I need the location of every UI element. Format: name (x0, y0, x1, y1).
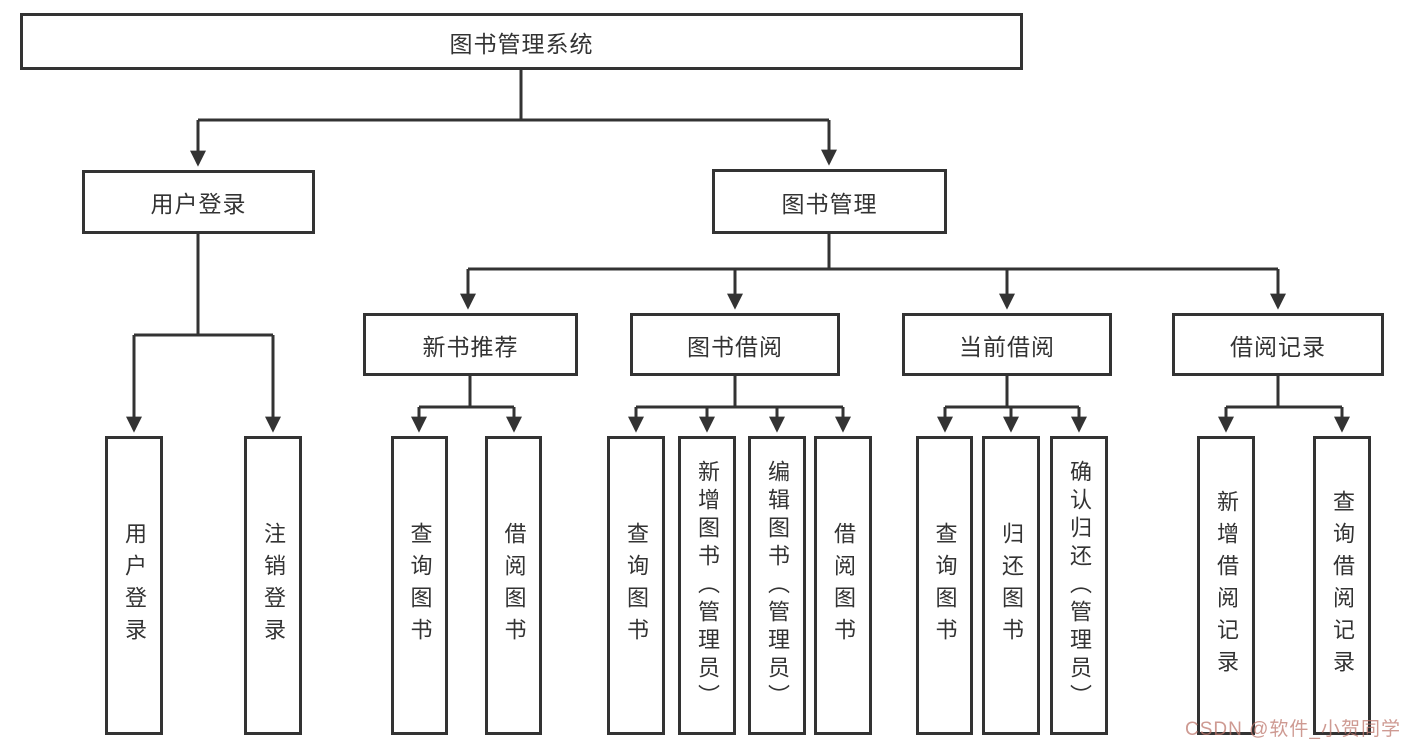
node-root-library-system: 图书管理系统 (20, 13, 1023, 70)
node-leaf-user-login: 用户登录 (105, 436, 163, 735)
node-leaf-query-books-recommend: 查询图书 (391, 436, 448, 735)
node-book-borrow: 图书借阅 (630, 313, 840, 376)
csdn-watermark: CSDN @软件_小贺同学 (1185, 719, 1401, 740)
node-current-borrow: 当前借阅 (902, 313, 1112, 376)
node-leaf-add-borrow-record: 新增借阅记录 (1197, 436, 1255, 735)
node-new-book-recommend: 新书推荐 (363, 313, 578, 376)
node-book-management: 图书管理 (712, 169, 947, 234)
node-leaf-query-books-borrow: 查询图书 (607, 436, 665, 735)
node-leaf-logout: 注销登录 (244, 436, 302, 735)
node-leaf-edit-books-admin: 编辑图书（管理员） (748, 436, 806, 735)
node-leaf-confirm-return-admin: 确认归还（管理员） (1050, 436, 1108, 735)
node-user-login: 用户登录 (82, 170, 315, 234)
node-leaf-borrow-books-recommend: 借阅图书 (485, 436, 542, 735)
node-leaf-query-borrow-record: 查询借阅记录 (1313, 436, 1371, 735)
node-leaf-add-books-admin: 新增图书（管理员） (678, 436, 736, 735)
node-leaf-query-books-current: 查询图书 (916, 436, 973, 735)
node-leaf-borrow-books: 借阅图书 (814, 436, 872, 735)
node-borrow-records: 借阅记录 (1172, 313, 1384, 376)
node-leaf-return-books: 归还图书 (982, 436, 1040, 735)
